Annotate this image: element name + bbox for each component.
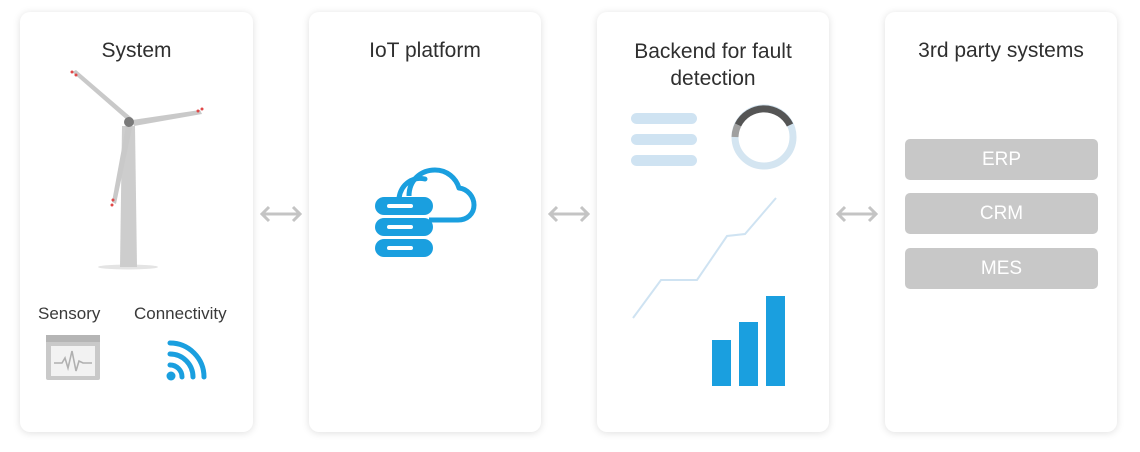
backend-title: Backend for fault detection (597, 38, 829, 92)
backend-card: Backend for fault detection (597, 12, 829, 432)
bidirectional-arrow-icon (547, 205, 591, 223)
wind-turbine-icon (70, 70, 204, 270)
sensory-label: Sensory (38, 304, 101, 323)
third-party-card: 3rd party systems ERP CRM MES (885, 12, 1117, 432)
donut-chart-icon (731, 104, 797, 170)
system-card: System Sensory Connectivity (20, 12, 253, 432)
connectivity-label: Connectivity (134, 304, 227, 323)
bidirectional-arrow-icon (259, 205, 303, 223)
mes-system: MES (905, 248, 1098, 289)
iot-platform-title: IoT platform (369, 39, 481, 62)
cloud-server-icon (375, 167, 477, 257)
erp-system: ERP (905, 139, 1098, 180)
bar-chart-icon (712, 296, 785, 386)
backend-title-line2: detection (670, 67, 756, 90)
backend-title-line1: Backend for fault (634, 40, 792, 63)
line-chart-icon (632, 197, 777, 319)
system-title: System (101, 39, 172, 62)
list-icon (631, 113, 697, 166)
sensor-monitor-icon (46, 335, 100, 380)
third-party-title: 3rd party systems (918, 39, 1084, 62)
crm-system: CRM (905, 193, 1098, 234)
wifi-signal-icon (166, 340, 207, 381)
iot-platform-card: IoT platform (309, 12, 541, 432)
bidirectional-arrow-icon (835, 205, 879, 223)
